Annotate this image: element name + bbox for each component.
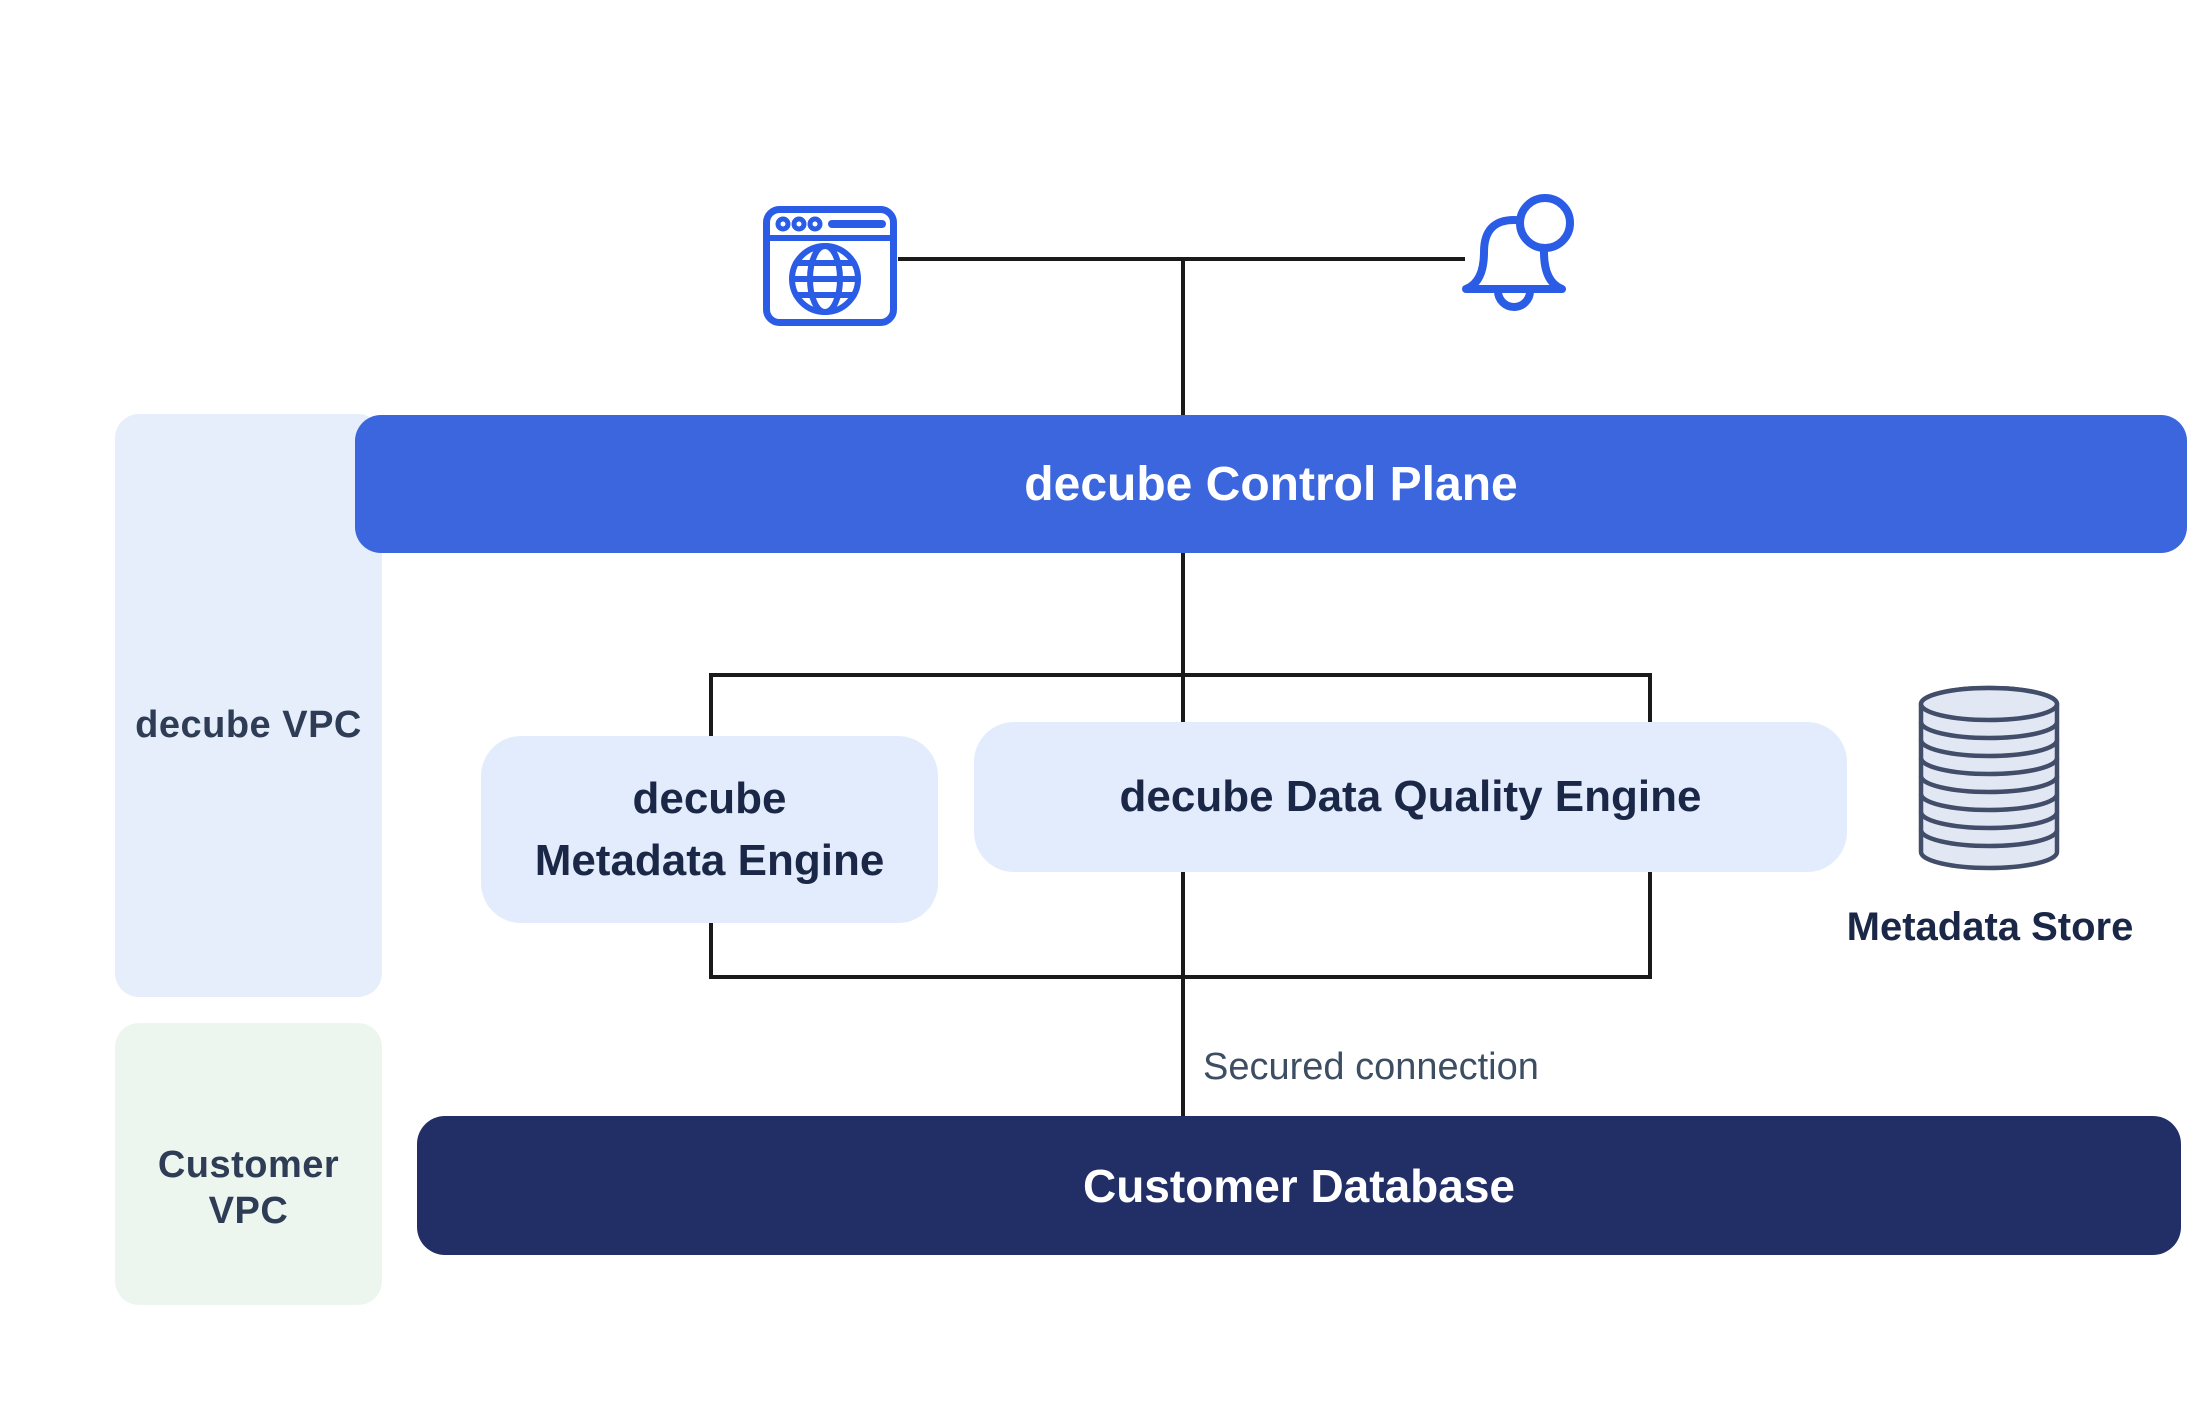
- data-quality-engine-label: decube Data Quality Engine: [1119, 772, 1702, 821]
- database-cylinder-icon: [1918, 685, 2060, 871]
- metadata-store-label: Metadata Store: [1846, 905, 2134, 949]
- decube-vpc-label: decube VPC: [135, 704, 362, 746]
- customer-database-node: Customer Database: [417, 1116, 2181, 1255]
- browser-window-globe-icon: [763, 206, 897, 326]
- customer-vpc-zone: Customer VPC: [115, 1023, 382, 1305]
- decube-vpc-zone: decube VPC: [115, 414, 382, 997]
- customer-database-label: Customer Database: [1082, 1159, 1516, 1212]
- connector-line-group: [709, 257, 1652, 1116]
- control-plane-label: decube Control Plane: [1024, 457, 1518, 511]
- metadata-engine-label-line2: Metadata Engine: [534, 835, 885, 885]
- metadata-engine-label-line1: decube: [632, 773, 787, 823]
- data-quality-engine-node: decube Data Quality Engine: [974, 722, 1847, 872]
- secured-connection-label: Secured connection: [1203, 1046, 1539, 1088]
- control-plane-node: decube Control Plane: [355, 415, 2187, 553]
- customer-vpc-label: Customer VPC: [157, 1144, 340, 1232]
- metadata-engine-node: decube Metadata Engine: [481, 736, 938, 923]
- notification-bell-icon: [1462, 194, 1574, 311]
